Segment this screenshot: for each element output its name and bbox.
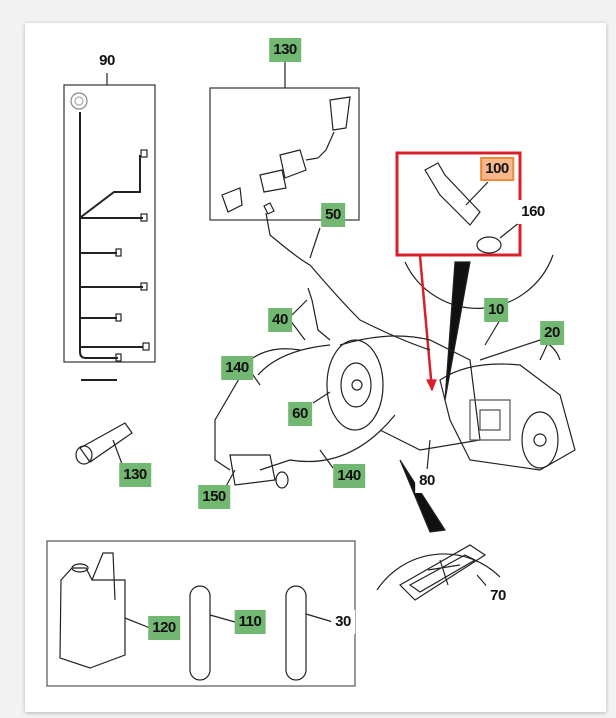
- filter-detail-illustration: [376, 459, 501, 601]
- callout-80[interactable]: 80: [415, 469, 439, 493]
- wiring-harness-illustration: [63, 71, 156, 381]
- callout-110[interactable]: 110: [234, 610, 266, 634]
- bolt-illustration: [75, 422, 133, 465]
- callout-140-lower[interactable]: 140: [333, 464, 365, 488]
- callout-70[interactable]: 70: [486, 584, 510, 608]
- hose-fitting-illustration: [209, 62, 360, 221]
- callout-60[interactable]: 60: [288, 402, 312, 426]
- callout-150[interactable]: 150: [198, 485, 230, 509]
- callout-30[interactable]: 30: [331, 610, 355, 634]
- fluids-illustration: [46, 540, 356, 687]
- callout-40[interactable]: 40: [268, 308, 292, 332]
- callout-10[interactable]: 10: [484, 298, 508, 322]
- callout-160[interactable]: 160: [517, 200, 549, 224]
- callout-130-bolt[interactable]: 130: [119, 463, 151, 487]
- callout-120[interactable]: 120: [148, 616, 180, 640]
- callout-90[interactable]: 90: [95, 49, 119, 73]
- callout-50[interactable]: 50: [321, 203, 345, 227]
- callout-100-selected[interactable]: 100: [480, 157, 514, 181]
- transmission-assembly-illustration: [214, 202, 576, 489]
- callout-140[interactable]: 140: [221, 356, 253, 380]
- callout-130[interactable]: 130: [269, 38, 301, 62]
- callout-20[interactable]: 20: [540, 321, 564, 345]
- sensor-detail-illustration: [395, 151, 554, 401]
